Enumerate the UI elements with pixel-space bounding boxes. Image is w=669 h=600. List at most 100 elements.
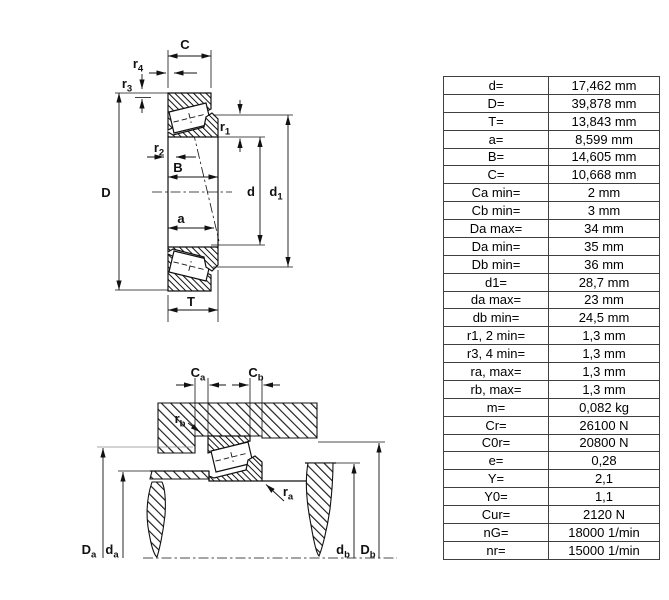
param-cell: d= (443, 76, 549, 95)
dim-D: D (101, 92, 168, 291)
value-cell: 10,668 mm (548, 165, 660, 185)
param-cell: a= (443, 129, 549, 149)
table-row: d=17,462 mm (443, 76, 660, 95)
label-Da: Da (82, 542, 97, 561)
label-Ca: Ca (191, 365, 206, 384)
table-row: Cr=26100 N (443, 415, 660, 435)
value-cell: 18000 1/min (548, 522, 660, 542)
label-r2: r2 (154, 140, 164, 159)
label-Db: Db (360, 542, 375, 561)
dim-a: a (168, 211, 214, 231)
value-cell: 39,878 mm (548, 93, 660, 113)
table-row: C0r=20800 N (443, 433, 660, 453)
label-Cb: Cb (248, 365, 263, 384)
label-T: T (187, 294, 195, 309)
value-cell: 24,5 mm (548, 308, 660, 328)
table-row: e=0,28 (443, 451, 660, 471)
table-row: Y=2,1 (443, 469, 660, 489)
roller-tick-mounted (230, 452, 234, 462)
param-cell: Y0= (443, 487, 549, 506)
dim-T: T (167, 270, 219, 322)
dim-r2: r2 (147, 140, 196, 160)
table-row: rb, max=1,3 mm (443, 379, 660, 399)
value-cell: 1,3 mm (548, 379, 660, 399)
label-r3: r3 (122, 76, 132, 95)
table-row: da max=23 mm (443, 290, 660, 310)
value-cell: 2120 N (548, 505, 660, 524)
leader-ra: ra (265, 484, 294, 503)
table-row: B=14,605 mm (443, 147, 660, 167)
table-row: nG=18000 1/min (443, 522, 660, 542)
table-row: C=10,668 mm (443, 165, 660, 185)
table-row: d1=28,7 mm (443, 272, 660, 292)
contact-angle-line (192, 130, 220, 242)
value-cell: 14,605 mm (548, 147, 660, 167)
shaft-shoulder-break (146, 481, 166, 558)
value-cell: 0,28 (548, 451, 660, 471)
param-cell: T= (443, 111, 549, 131)
value-cell: 34 mm (548, 219, 660, 238)
table-row: ra, max=1,3 mm (443, 362, 660, 381)
param-cell: B= (443, 147, 549, 167)
value-cell: 20800 N (548, 433, 660, 453)
value-cell: 2,1 (548, 469, 660, 489)
param-cell: r1, 2 min= (443, 326, 549, 346)
value-cell: 2 mm (548, 183, 660, 203)
param-cell: Db min= (443, 254, 549, 274)
param-cell: Da min= (443, 236, 549, 256)
value-cell: 1,3 mm (548, 326, 660, 346)
param-cell: Da max= (443, 219, 549, 238)
dim-r4: r4 (133, 56, 197, 76)
param-cell: m= (443, 397, 549, 417)
table-row: db min=24,5 mm (443, 308, 660, 328)
dim-Cb: Cb (232, 365, 280, 438)
value-cell: 17,462 mm (548, 76, 660, 95)
table-row: a=8,599 mm (443, 129, 660, 149)
mounting-view: Ca Cb rb ra Da da (82, 365, 397, 561)
dim-Da: Da (82, 446, 193, 561)
roller-tick-upper (188, 113, 192, 123)
inner-ring-upper (167, 112, 219, 138)
table-row: r3, 4 min=1,3 mm (443, 344, 660, 363)
value-cell: 3 mm (548, 201, 660, 220)
label-db: db (336, 542, 350, 561)
dim-Db: Db (318, 441, 385, 561)
param-cell: rb, max= (443, 379, 549, 399)
param-cell: C0r= (443, 433, 549, 453)
table-row: T=13,843 mm (443, 111, 660, 131)
value-cell: 0,082 kg (548, 397, 660, 417)
table-row: Da min=35 mm (443, 236, 660, 256)
shaft-shoulder-band (149, 470, 210, 480)
label-d1: d1 (269, 184, 283, 203)
value-cell: 13,843 mm (548, 111, 660, 131)
value-cell: 23 mm (548, 290, 660, 310)
cone-section (208, 455, 263, 482)
dim-B: B (168, 160, 218, 180)
label-B: B (173, 160, 182, 175)
param-cell: d1= (443, 272, 549, 292)
dim-db: db (336, 462, 360, 561)
table-row: Db min=36 mm (443, 254, 660, 274)
leader-rb: rb (175, 411, 201, 433)
label-C: C (180, 37, 190, 52)
table-row: Cur=2120 N (443, 505, 660, 524)
param-cell: da max= (443, 290, 549, 310)
value-cell: 35 mm (548, 236, 660, 256)
table-row: Cb min=3 mm (443, 201, 660, 220)
dim-r3: r3 (122, 74, 151, 113)
param-cell: Cur= (443, 505, 549, 524)
value-cell: 36 mm (548, 254, 660, 274)
param-cell: nG= (443, 522, 549, 542)
table-row: nr=15000 1/min (443, 540, 660, 561)
param-cell: nr= (443, 540, 549, 561)
label-D: D (101, 185, 110, 200)
label-ra: ra (283, 484, 294, 503)
param-cell: D= (443, 93, 549, 113)
value-cell: 1,1 (548, 487, 660, 506)
value-cell: 1,3 mm (548, 362, 660, 381)
roller-tick-lower (188, 261, 192, 271)
param-cell: Cr= (443, 415, 549, 435)
table-row: Da max=34 mm (443, 219, 660, 238)
